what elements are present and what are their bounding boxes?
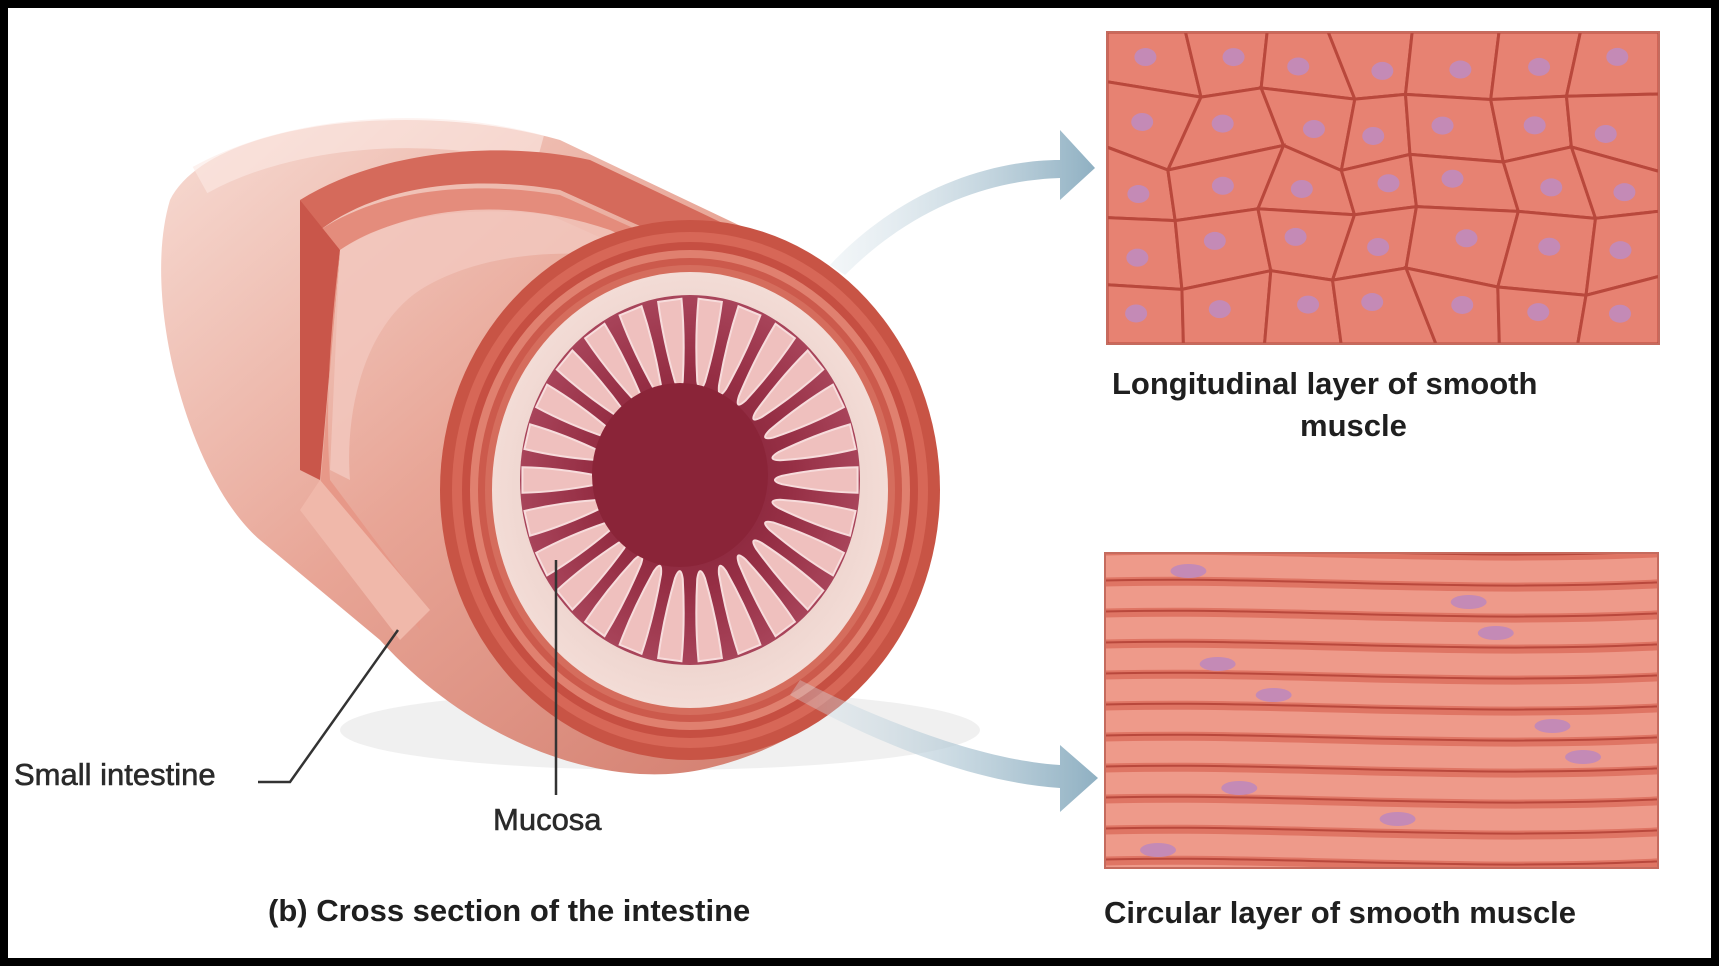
cell-nucleus [1126,249,1148,267]
fiber-nucleus [1221,781,1257,795]
muscle-fiber [1045,596,1718,603]
cell-nucleus [1540,178,1562,196]
muscle-fiber [1045,875,1718,882]
cell-nucleus [1524,116,1546,134]
small-intestine-leader [258,630,398,782]
cell-nucleus [1527,303,1549,321]
muscle-fiber [1045,627,1718,634]
cell-nucleus [1538,238,1560,256]
fiber-nucleus [1380,812,1416,826]
cell-nucleus [1442,170,1464,188]
cell-nucleus [1449,61,1471,79]
fiber-nucleus [1056,533,1092,547]
small-intestine-label: Small intestine [14,757,216,793]
cell-nucleus [1613,183,1635,201]
fiber-nucleus [1200,657,1236,671]
cell-nucleus [1131,113,1153,131]
intestine-illustration [161,120,980,774]
cell-nucleus [1212,115,1234,133]
longitudinal-muscle-panel [1107,32,1659,344]
cell-nucleus [1134,48,1156,66]
circular-caption: Circular layer of smooth muscle [1104,895,1576,931]
cell-nucleus [1204,232,1226,250]
cell-nucleus [1287,57,1309,75]
cell-nucleus [1367,238,1389,256]
fiber-nucleus [1565,750,1601,764]
cell-nucleus [1451,296,1473,314]
muscle-fiber [1045,720,1718,727]
fiber-nucleus [1170,564,1206,578]
muscle-fiber [1045,534,1718,541]
cell-nucleus [1609,305,1631,323]
fiber-nucleus [1231,874,1267,888]
cell-nucleus [1291,180,1313,198]
mucosa-label: Mucosa [493,802,602,838]
cell-nucleus [1528,58,1550,76]
longitudinal-caption-line1: Longitudinal layer of smooth [1112,366,1537,402]
arrow-to-longitudinal [830,130,1095,275]
muscle-fiber [1045,689,1718,696]
cell-nucleus [1377,174,1399,192]
cross-section-caption: (b) Cross section of the intestine [268,893,750,929]
longitudinal-caption-line2: muscle [1300,408,1407,444]
cell-nucleus [1362,127,1384,145]
fiber-nucleus [1140,843,1176,857]
cell-nucleus [1371,62,1393,80]
muscle-fiber [1045,751,1718,758]
cell-nucleus [1297,296,1319,314]
fiber-nucleus [1451,595,1487,609]
fiber-nucleus [1256,688,1292,702]
fiber-nucleus [1478,626,1514,640]
cell-nucleus [1303,120,1325,138]
muscle-cell [1185,32,1267,97]
muscle-fiber [1045,565,1718,572]
cell-nucleus [1609,241,1631,259]
cell-nucleus [1223,48,1245,66]
cell-nucleus [1285,228,1307,246]
cell-nucleus [1209,300,1231,318]
cell-nucleus [1212,177,1234,195]
cell-nucleus [1606,48,1628,66]
circular-muscle-panel [1045,533,1718,896]
cell-nucleus [1361,293,1383,311]
cell-nucleus [1595,125,1617,143]
muscle-fiber [1045,782,1718,789]
cell-nucleus [1432,117,1454,135]
muscle-fiber [1045,658,1718,665]
fiber-nucleus [1534,719,1570,733]
cell-nucleus [1125,304,1147,322]
cell-nucleus [1456,229,1478,247]
muscle-cell [1405,94,1503,162]
cell-nucleus [1127,185,1149,203]
